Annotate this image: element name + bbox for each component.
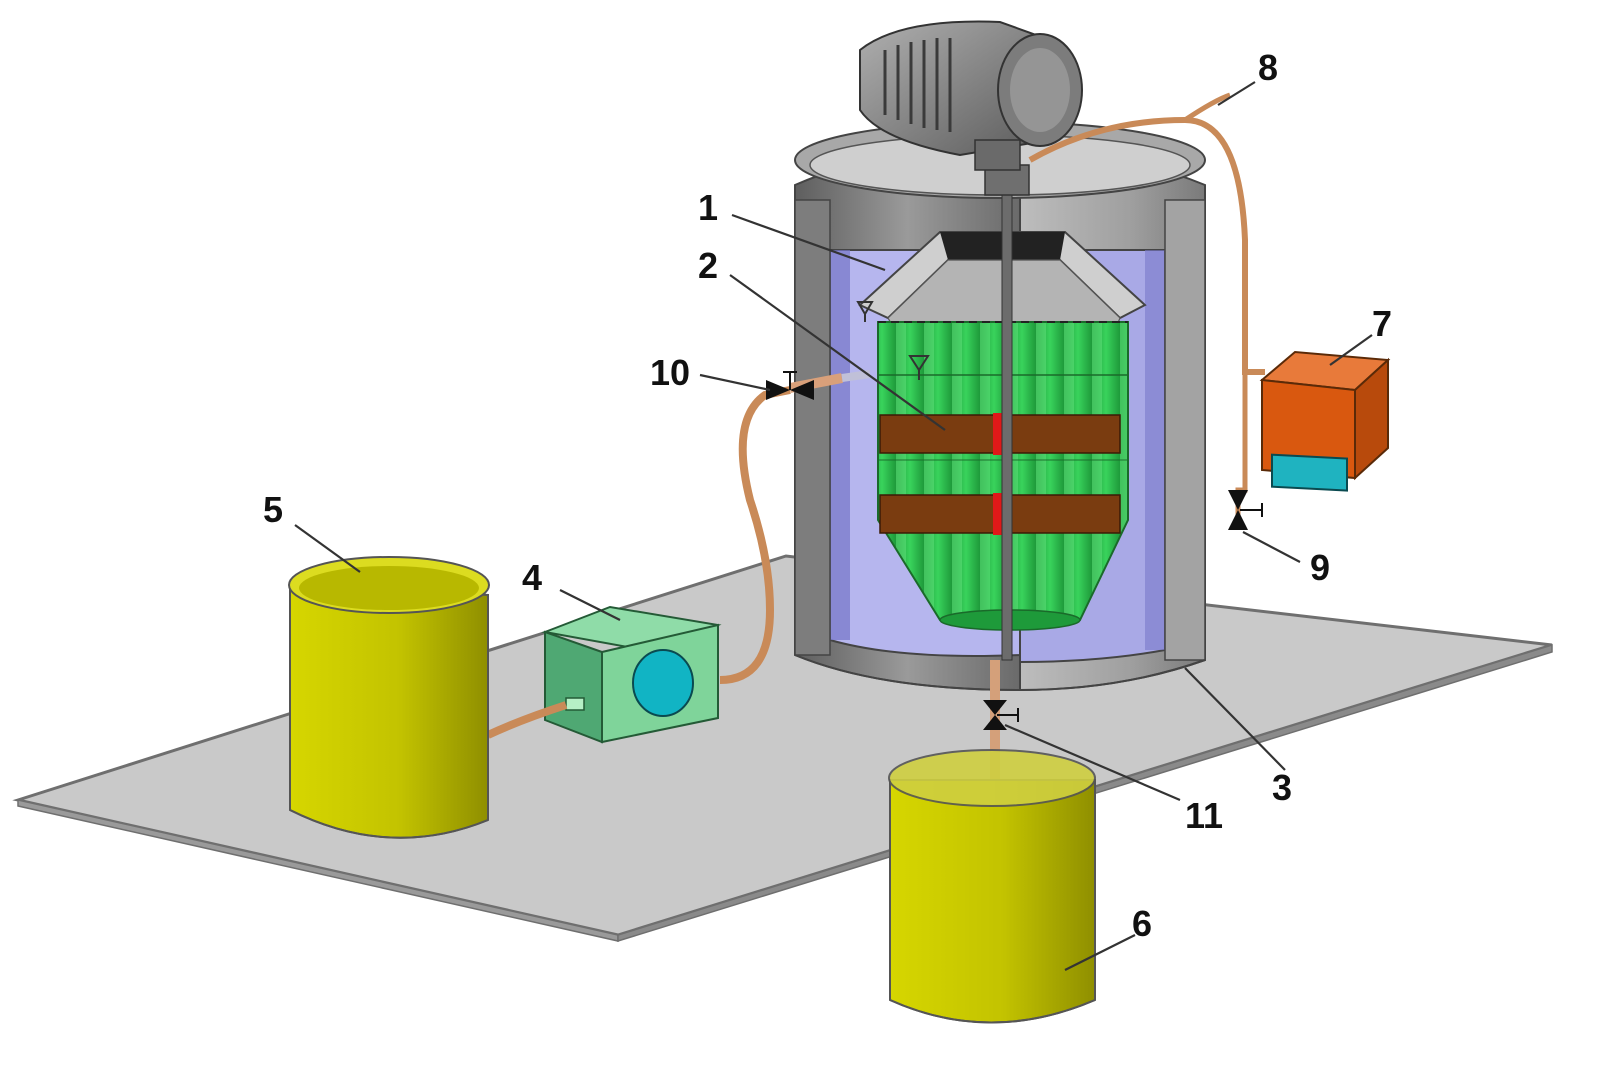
controller-box bbox=[1259, 350, 1391, 492]
leader-8 bbox=[1217, 81, 1256, 106]
callout-label-9: 9 bbox=[1310, 547, 1330, 588]
valve-11 bbox=[983, 700, 1019, 730]
pump-box bbox=[541, 605, 722, 744]
valve-10 bbox=[766, 371, 814, 400]
callout-label-4: 4 bbox=[522, 557, 542, 598]
leader-4 bbox=[559, 589, 621, 621]
leader-10 bbox=[699, 373, 771, 392]
valve-9 bbox=[1228, 490, 1263, 530]
leader-2 bbox=[729, 274, 946, 431]
callout-label-11: 11 bbox=[1185, 795, 1223, 836]
leader-1 bbox=[731, 213, 886, 272]
leader-11 bbox=[1004, 723, 1181, 802]
callout-labels: 1 2 3 4 5 6 7 8 9 10 11 bbox=[263, 47, 1392, 944]
callout-label-8: 8 bbox=[1258, 47, 1278, 88]
callout-label-2: 2 bbox=[698, 245, 718, 286]
leader-9 bbox=[1242, 531, 1301, 563]
leader-lines bbox=[294, 81, 1373, 971]
base-platform bbox=[12, 554, 1553, 943]
inlet-pipe bbox=[719, 370, 871, 684]
electrode-plates bbox=[879, 413, 1121, 535]
callout-label-6: 6 bbox=[1132, 903, 1152, 944]
leader-6 bbox=[1064, 934, 1136, 971]
callout-label-5: 5 bbox=[263, 489, 283, 530]
callout-label-3: 3 bbox=[1272, 767, 1292, 808]
supply-pipe bbox=[486, 701, 568, 739]
collection-tank bbox=[888, 749, 1096, 1024]
feed-tank bbox=[288, 556, 490, 839]
motor bbox=[859, 20, 1083, 171]
leader-5 bbox=[294, 524, 361, 573]
leader-3 bbox=[1184, 667, 1286, 771]
callout-label-10: 10 bbox=[650, 352, 690, 393]
callout-label-1: 1 bbox=[698, 187, 718, 228]
callout-label-7: 7 bbox=[1372, 303, 1392, 344]
leader-7 bbox=[1329, 334, 1373, 366]
